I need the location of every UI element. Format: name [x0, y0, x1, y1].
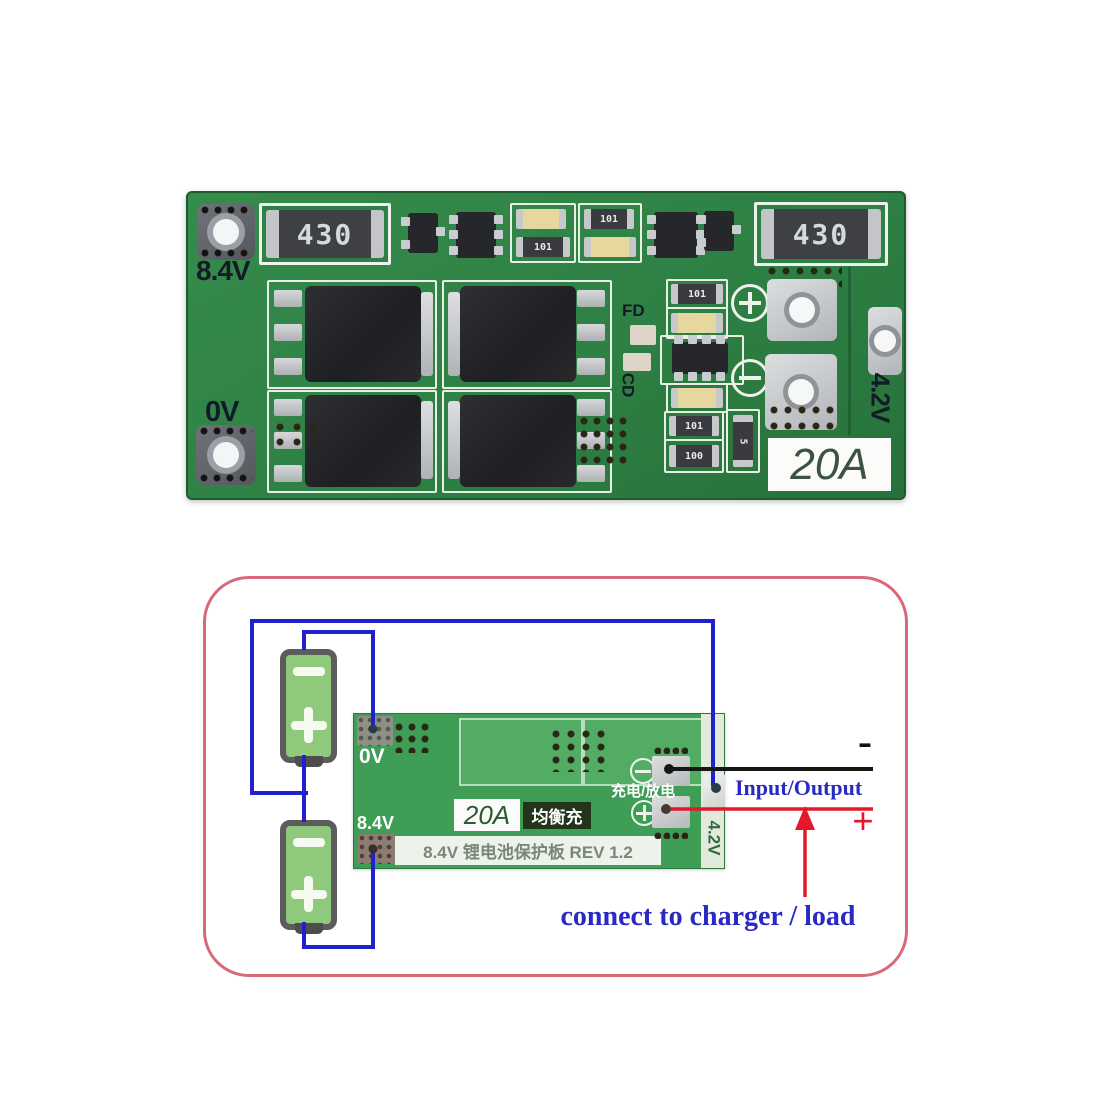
current-badge-diagram: 20A	[454, 799, 520, 831]
pad-hole	[788, 379, 814, 405]
current-rating-badge: 20A	[768, 438, 891, 491]
via-dots	[200, 206, 252, 215]
via-dots	[199, 427, 253, 436]
smd-ic-6pin	[449, 212, 503, 258]
smd-transistor	[697, 211, 741, 251]
component-box: 100	[664, 439, 724, 473]
battery-plus-terminal-icon	[290, 876, 327, 912]
component-group-box: 101	[578, 203, 642, 263]
resistor-430-right: 430	[754, 202, 888, 266]
label-fd: FD	[622, 301, 645, 320]
label-0v: 0V	[205, 396, 239, 428]
balance-pad-right-edge	[868, 307, 902, 375]
label-cd: CD	[618, 372, 637, 398]
mosfet-box	[442, 390, 612, 493]
mosfet-box	[267, 280, 437, 389]
smd-capacitor	[671, 388, 723, 408]
mount-hole	[213, 442, 239, 468]
output-pad-plus	[767, 279, 837, 341]
pad-io-plus	[652, 796, 690, 828]
pad-balance-mid	[703, 774, 725, 808]
component-box	[666, 383, 728, 413]
fd-pad	[630, 325, 656, 345]
smd-capacitor	[516, 209, 566, 229]
pcb-photo: 8.4V 430 101 101	[186, 191, 906, 500]
balance-badge: 均衡充	[523, 802, 591, 829]
pad-8-4v	[358, 834, 396, 864]
solder-pad-bottom-left	[196, 425, 256, 485]
component-box: 101	[664, 411, 724, 441]
resistor-value: 430	[792, 217, 850, 251]
battery-cell-top	[280, 649, 337, 767]
battery-minus-terminal-icon	[292, 838, 325, 847]
resistor-value: 430	[296, 217, 354, 251]
smd-resistor-101: 101	[669, 416, 719, 436]
mosfet	[460, 286, 576, 382]
mount-hole	[213, 219, 239, 245]
via-dots-grid	[578, 415, 628, 465]
smd-transistor	[401, 213, 445, 253]
via-dots-row	[652, 745, 690, 755]
via-dots-grid	[550, 728, 610, 772]
via-dots	[199, 474, 253, 483]
label-0v-diagram: 0V	[359, 745, 385, 768]
mosfet	[460, 395, 576, 487]
trace-line	[848, 267, 851, 435]
component-box: 5	[726, 409, 760, 473]
protection-ic	[672, 335, 728, 381]
protection-ic-box	[660, 335, 744, 385]
via-dots-row	[652, 830, 690, 840]
via-dots-row	[768, 404, 838, 416]
pad-0v	[357, 716, 393, 746]
battery-nub	[294, 923, 323, 934]
label-4-2v-photo: 4.2V	[865, 372, 896, 422]
via-dots	[200, 249, 252, 258]
component-box: 101	[666, 279, 728, 309]
cd-pad	[623, 353, 651, 371]
label-input-output: Input/Output	[735, 775, 863, 800]
current-rating-text: 20A	[790, 439, 869, 489]
mosfet-box	[267, 390, 437, 493]
smd-resistor-101: 101	[516, 237, 570, 257]
board-title-plate: 8.4V 锂电池保护板 REV 1.2	[395, 836, 661, 865]
label-connect-note: connect to charger / load	[560, 901, 856, 932]
pad-hole	[789, 297, 815, 323]
plus-terminal-icon	[731, 284, 769, 322]
battery-plus-terminal-icon	[290, 707, 327, 743]
diagram-pcb: 0V 8.4V 20A 均衡充 8.4V 锂电池保护板 REV 1.2 充电/放…	[353, 713, 725, 869]
smd-ic-6pin	[647, 212, 705, 258]
smd-resistor-5: 5	[733, 415, 753, 467]
mosfet	[305, 286, 421, 382]
battery-cell-bottom	[280, 820, 337, 934]
smd-resistor-101: 101	[671, 284, 723, 304]
label-8-4v: 8.4V	[196, 255, 251, 286]
label-minus: -	[858, 719, 872, 765]
solder-pad-top-left	[197, 204, 255, 260]
battery-nub	[294, 756, 323, 767]
smd-resistor-101: 101	[584, 209, 634, 229]
component-group-box: 101	[510, 203, 576, 263]
label-8-4v-diagram: 8.4V	[357, 813, 395, 833]
smd-resistor-100: 100	[669, 445, 719, 467]
output-pad-minus	[765, 354, 837, 430]
label-plus: +	[852, 801, 874, 843]
pad-hole	[874, 330, 896, 352]
via-dots-row	[768, 420, 838, 432]
resistor-430-left: 430	[259, 203, 391, 265]
smd-capacitor	[671, 313, 723, 333]
smd-capacitor	[584, 237, 636, 257]
via-dots-grid	[274, 421, 328, 451]
component-box	[666, 307, 728, 339]
battery-minus-terminal-icon	[292, 667, 325, 676]
label-4-2v-diagram: 4.2V	[704, 820, 724, 856]
label-charge-discharge: 充电/放电	[611, 783, 676, 800]
via-dots-grid	[393, 721, 429, 753]
mosfet-box	[442, 280, 612, 389]
